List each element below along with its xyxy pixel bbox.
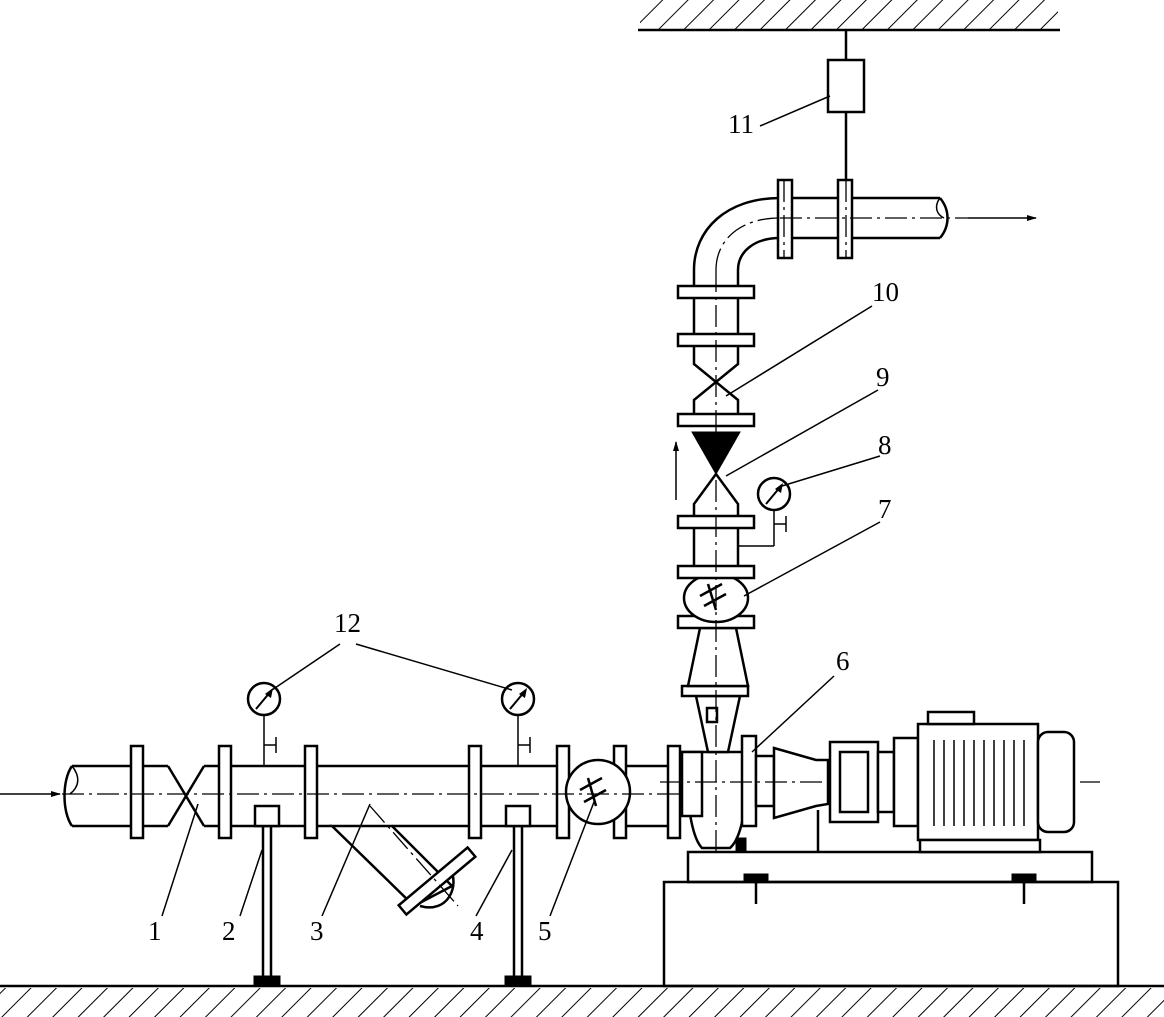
label-1: 1	[148, 916, 162, 946]
label-3: 3	[310, 916, 324, 946]
pump-6	[660, 734, 1100, 853]
label-7: 7	[878, 494, 892, 524]
coupling	[828, 740, 896, 824]
label-11: 11	[728, 109, 754, 139]
pressure-gauge-8	[738, 476, 792, 547]
label-6: 6	[836, 646, 850, 676]
floor	[0, 984, 1164, 1017]
discharge-reducer	[680, 626, 750, 754]
suction-valve-5	[564, 758, 632, 826]
pipe-support-4	[504, 804, 532, 987]
label-8: 8	[878, 430, 892, 460]
label-9: 9	[876, 362, 890, 392]
gauges-12	[246, 681, 536, 766]
pipe-hanger-11	[826, 30, 866, 180]
suction-flanges	[129, 744, 682, 840]
motor-fins	[933, 740, 1025, 826]
label-12: 12	[334, 608, 361, 638]
label-10: 10	[872, 277, 899, 307]
label-4: 4	[470, 916, 484, 946]
pipe-support-2	[253, 804, 281, 987]
callout-labels: 1 2 3 4 5 6 7 8 9 10 11 12	[148, 109, 899, 946]
label-2: 2	[222, 916, 236, 946]
foundation	[662, 850, 1120, 988]
discharge-pipe-upper	[676, 178, 949, 334]
centerlines	[62, 180, 968, 907]
flow-arrows	[0, 215, 1037, 797]
ceiling	[638, 0, 1060, 32]
label-5: 5	[538, 916, 552, 946]
leader-lines	[161, 95, 881, 917]
electric-motor	[892, 710, 1076, 854]
flexible-joint-1	[166, 765, 206, 827]
